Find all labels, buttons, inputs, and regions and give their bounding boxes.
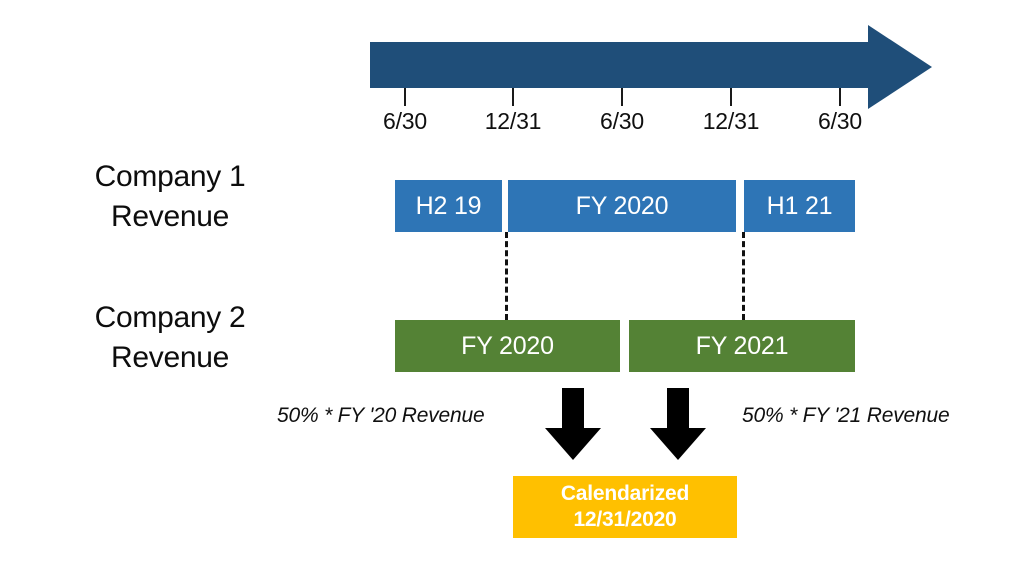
timeline-tick-5: [839, 88, 841, 106]
timeline-tick-label-1: 6/30: [383, 108, 427, 134]
contribution-arrow-right: [650, 388, 706, 460]
timeline-tick-label-4: 12/31: [702, 108, 760, 134]
connector-dashed-line-right: [742, 232, 745, 320]
calendarized-result-box: Calendarized 12/31/2020: [513, 476, 737, 538]
company-2-revenue-label: Company 2 Revenue: [20, 298, 320, 377]
timeline-tick-2: [512, 88, 514, 106]
company-2-segment-fy-2021: FY 2021: [629, 320, 855, 372]
contribution-arrow-left: [545, 388, 601, 460]
company-2-caption-line-2: Revenue: [111, 340, 229, 374]
company-1-segment-fy-2020-label: FY 2020: [575, 191, 669, 220]
company-1-caption-line-2: Revenue: [111, 199, 229, 233]
timeline-tick-3: [621, 88, 623, 106]
company-1-segment-h1-21: H1 21: [744, 180, 855, 232]
formula-right-fy21: 50% * FY '21 Revenue: [742, 404, 950, 427]
formula-left-fy20: 50% * FY '20 Revenue: [277, 404, 485, 427]
timeline-tick-label-5: 6/30: [818, 108, 862, 134]
company-2-segment-fy-2020-label: FY 2020: [461, 331, 554, 360]
calendarized-result-line-1: Calendarized: [560, 481, 690, 505]
company-1-revenue-label: Company 1 Revenue: [20, 157, 320, 236]
company-2-segment-fy-2020: FY 2020: [395, 320, 620, 372]
timeline-arrow: [370, 22, 932, 112]
company-1-segment-h2-19: H2 19: [395, 180, 502, 232]
calendarized-result-line-2: 12/31/2020: [573, 508, 677, 531]
company-1-segment-h1-21-label: H1 21: [766, 191, 833, 220]
connector-dashed-line-left: [505, 232, 508, 320]
company-1-caption-line-1: Company 1: [94, 160, 246, 193]
timeline-tick-1: [404, 88, 406, 106]
company-2-segment-fy-2021-label: FY 2021: [695, 331, 789, 360]
company-2-caption-line-1: Company 2: [94, 301, 246, 334]
timeline-tick-4: [730, 88, 732, 106]
timeline-tick-label-3: 6/30: [600, 108, 644, 134]
timeline-tick-label-2: 12/31: [484, 108, 542, 134]
company-1-segment-h2-19-label: H2 19: [415, 191, 482, 220]
company-1-segment-fy-2020: FY 2020: [508, 180, 736, 232]
